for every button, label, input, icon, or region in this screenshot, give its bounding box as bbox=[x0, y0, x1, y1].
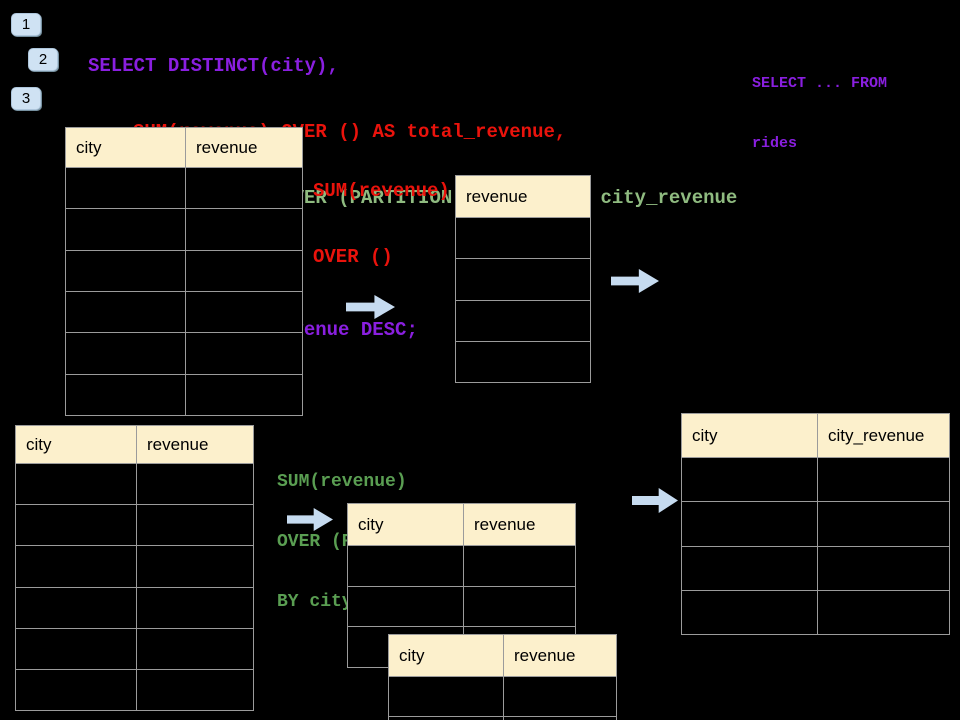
column-header-revenue: revenue bbox=[147, 434, 209, 454]
table-row bbox=[348, 546, 575, 587]
table-row bbox=[456, 301, 590, 342]
annotation-over-all-line-1: SUM(revenue) bbox=[313, 180, 450, 202]
table-row bbox=[16, 587, 253, 629]
table-row bbox=[16, 546, 253, 588]
table-partitioned-overlay-header: city revenue bbox=[389, 635, 616, 677]
table-row bbox=[682, 502, 949, 547]
table-row bbox=[682, 590, 949, 634]
column-header-city: city bbox=[348, 504, 464, 545]
table-row bbox=[66, 333, 302, 375]
table-source-bottom-header: city revenue bbox=[16, 426, 253, 464]
table-partitioned-header: city revenue bbox=[348, 504, 575, 546]
table-source-top-header: city revenue bbox=[66, 128, 302, 168]
table-row bbox=[348, 586, 575, 628]
arrow-partition-to-result-icon bbox=[632, 488, 678, 513]
table-row bbox=[389, 677, 616, 717]
table-row bbox=[456, 342, 590, 382]
column-header-revenue: revenue bbox=[474, 514, 536, 534]
side-code-line-1: SELECT ... FROM bbox=[752, 75, 888, 92]
table-row bbox=[16, 669, 253, 711]
sql-line-select: SELECT DISTINCT(city), bbox=[88, 55, 339, 77]
table-row bbox=[66, 374, 302, 415]
step-badge-3: 3 bbox=[11, 87, 41, 110]
table-result: city city_revenue bbox=[681, 413, 950, 635]
table-row bbox=[16, 628, 253, 670]
table-row bbox=[456, 218, 590, 260]
table-partitioned-overlay-body bbox=[389, 677, 616, 720]
step-badge-2: 2 bbox=[28, 48, 58, 71]
column-header-city: city bbox=[66, 128, 186, 167]
annotation-over-all: SUM(revenue) OVER () bbox=[313, 136, 450, 312]
side-code-line-2: rides bbox=[752, 135, 798, 152]
table-row bbox=[66, 291, 302, 334]
column-header-revenue: revenue bbox=[196, 137, 258, 157]
table-result-body bbox=[682, 458, 949, 634]
column-header-city: city bbox=[389, 635, 504, 676]
side-code-snippet: SELECT ... FROM rides bbox=[752, 34, 887, 194]
column-header-city-revenue: city_revenue bbox=[828, 425, 925, 445]
table-total-revenue: revenue bbox=[455, 175, 591, 383]
step-badge-1: 1 bbox=[11, 13, 41, 36]
table-row bbox=[66, 250, 302, 292]
column-header-revenue: revenue bbox=[514, 645, 576, 665]
table-row bbox=[682, 546, 949, 591]
table-source-bottom: city revenue bbox=[15, 425, 254, 711]
table-result-header: city city_revenue bbox=[682, 414, 949, 458]
table-total-revenue-body bbox=[456, 218, 590, 382]
table-source-bottom-body bbox=[16, 464, 253, 711]
table-row bbox=[66, 209, 302, 251]
table-total-revenue-header: revenue bbox=[456, 176, 590, 218]
column-header-city: city bbox=[682, 414, 818, 457]
table-row bbox=[66, 168, 302, 210]
table-row bbox=[16, 464, 253, 506]
table-row bbox=[389, 717, 616, 720]
table-source-top: city revenue bbox=[65, 127, 303, 416]
table-partitioned-overlay: city revenue bbox=[388, 634, 617, 720]
table-row bbox=[16, 505, 253, 547]
column-header-revenue: revenue bbox=[466, 186, 528, 206]
annotation-over-partition-line-1: SUM(revenue) bbox=[277, 472, 407, 492]
annotation-over-all-line-2: OVER () bbox=[313, 246, 393, 268]
table-row bbox=[456, 259, 590, 301]
table-row bbox=[682, 458, 949, 503]
column-header-city: city bbox=[16, 426, 137, 463]
table-source-top-body bbox=[66, 168, 302, 415]
